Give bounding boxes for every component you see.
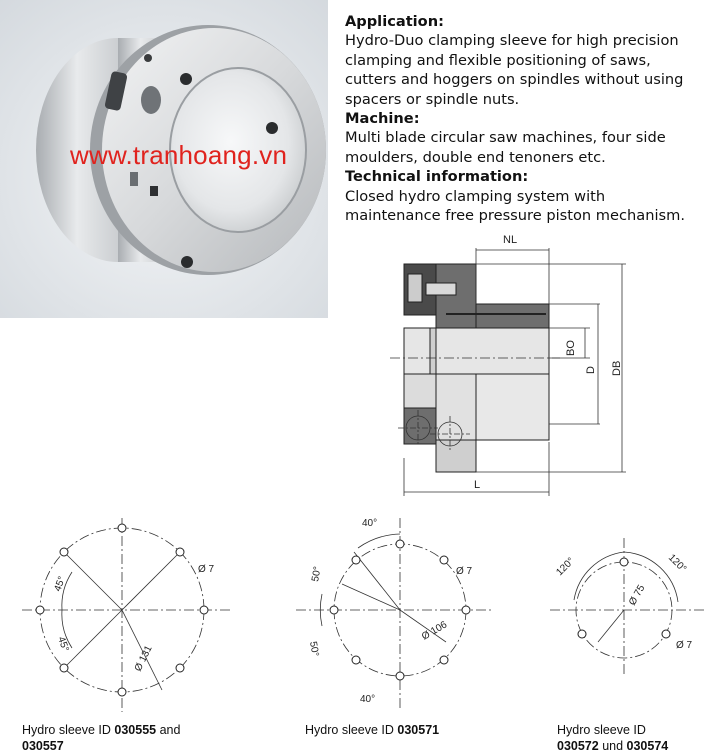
hole-pattern-2: 40° 50° 50° 40° Ø 7 Ø 106 (296, 512, 496, 712)
p2-circle-dia: Ø 106 (420, 619, 449, 642)
caption-1-join: and (156, 723, 181, 737)
p2-angle-left-top: 50° (310, 566, 323, 583)
product-description: Application: Hydro-Duo clamping sleeve f… (345, 12, 705, 225)
p3-angle-left: 120° (554, 556, 576, 578)
dim-nl-label: NL (503, 234, 517, 246)
product-photo (0, 0, 328, 318)
caption-3-id2: 030574 (626, 739, 669, 753)
p2-hole-dia: Ø 7 (456, 566, 473, 577)
hole-pattern-1: 45° 45° Ø 7 Ø 131 (22, 512, 242, 722)
hole-pattern-3: 120° 120° Ø 75 Ø 7 (550, 530, 710, 680)
caption-3-prefix: Hydro sleeve ID (557, 723, 646, 737)
technical-text: Closed hydro clamping system with mainte… (345, 187, 685, 225)
section-drawing: NL BO D DB L (370, 228, 710, 498)
caption-pattern-3: Hydro sleeve ID 030572 und 030574 (557, 722, 668, 754)
caption-3-id1: 030572 (557, 739, 599, 753)
application-text: Hydro-Duo clamping sleeve for high preci… (345, 32, 684, 108)
caption-pattern-1: Hydro sleeve ID 030555 and 030557 (22, 722, 180, 754)
p2-angle-left-bottom: 50° (307, 641, 320, 658)
caption-2-prefix: Hydro sleeve ID (305, 723, 398, 737)
caption-pattern-2: Hydro sleeve ID 030571 (305, 722, 439, 738)
p1-angle-top: 45° (52, 575, 68, 593)
machine-text: Multi blade circular saw machines, four … (345, 129, 666, 166)
caption-1-id1: 030555 (114, 723, 157, 737)
dim-bo-label: BO (565, 340, 577, 356)
application-heading: Application: (345, 13, 444, 30)
dim-d-label: D (585, 366, 597, 374)
p1-angle-bottom: 45° (55, 635, 71, 653)
machine-heading: Machine: (345, 110, 420, 128)
clamping-sleeve-image (0, 0, 328, 318)
caption-1-prefix: Hydro sleeve ID (22, 723, 115, 737)
dim-l-label: L (474, 479, 480, 491)
technical-heading: Technical information: (345, 168, 529, 186)
p2-angle-bottom: 40° (360, 694, 375, 705)
p3-hole-dia: Ø 7 (676, 640, 693, 651)
watermark-text: www.tranhoang.vn (70, 140, 288, 170)
p2-angle-top: 40° (362, 518, 377, 529)
p3-circle-dia: Ø 75 (627, 583, 648, 608)
caption-2-id1: 030571 (397, 723, 440, 737)
caption-3-join: und (598, 739, 627, 753)
caption-1-id2: 030557 (22, 739, 64, 753)
p1-hole-dia: Ø 7 (198, 564, 215, 575)
p3-angle-right: 120° (666, 552, 688, 574)
dim-db-label: DB (611, 361, 623, 376)
